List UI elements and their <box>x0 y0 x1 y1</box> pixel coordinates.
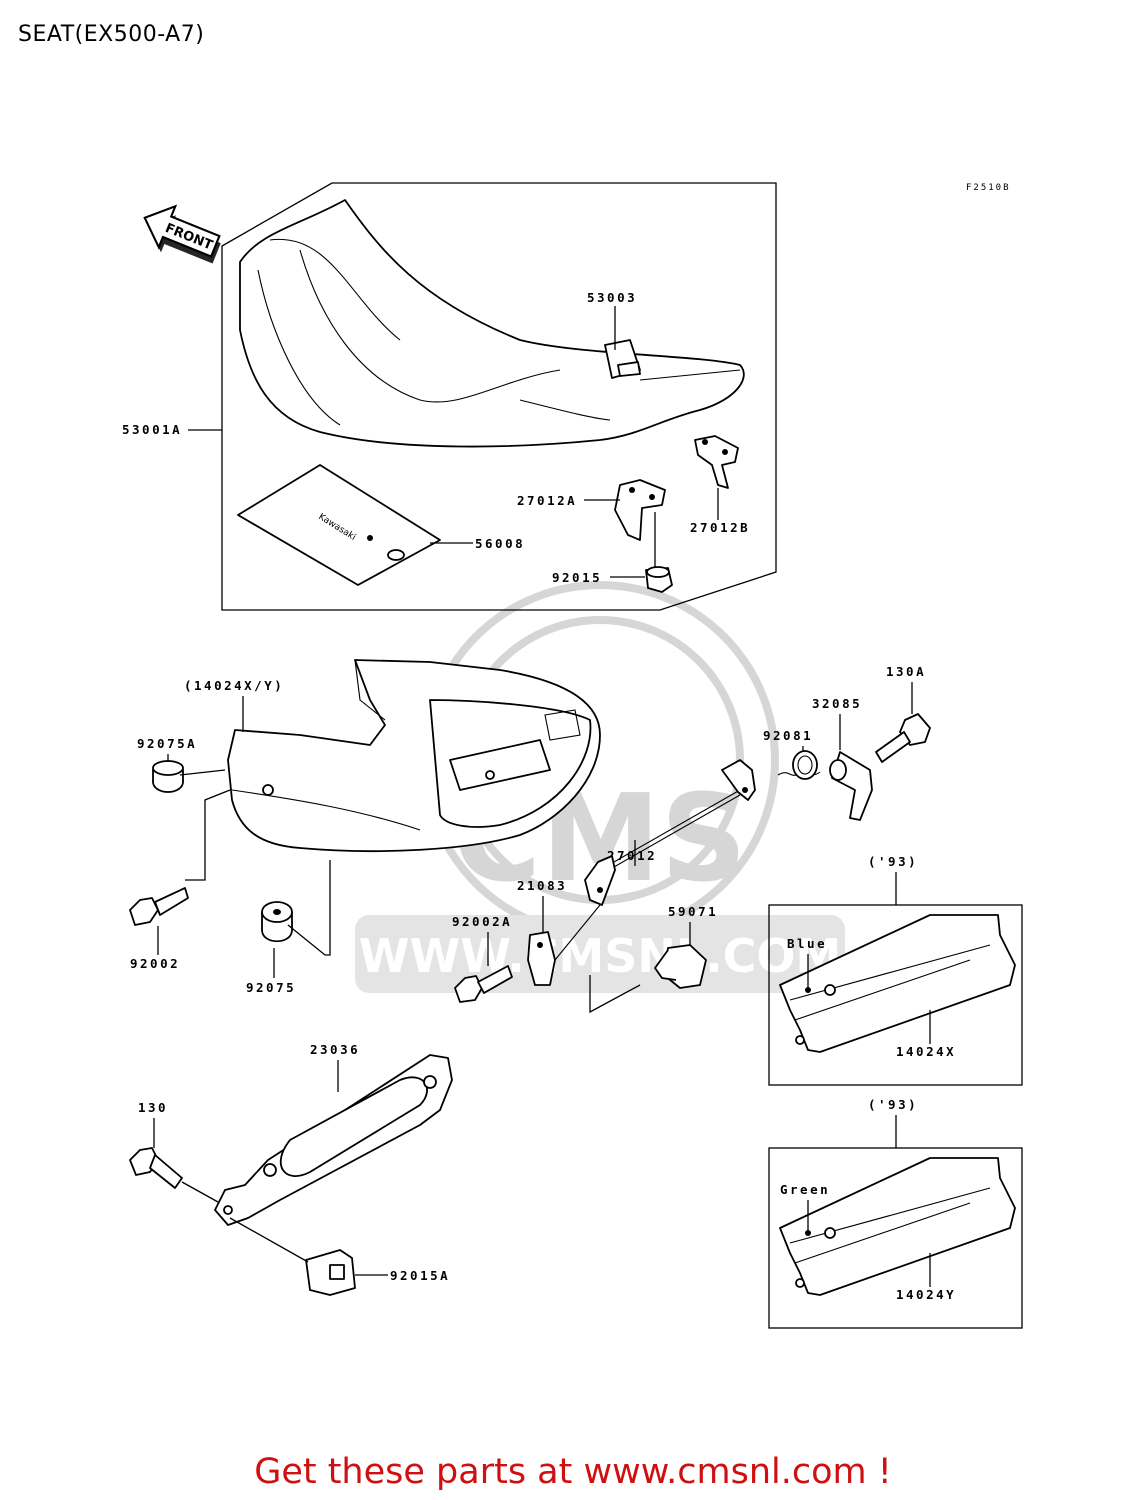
label-27012A: 27012A <box>517 493 577 508</box>
label-green: Green <box>780 1182 830 1197</box>
label-53001A: 53001A <box>122 422 182 437</box>
label-23036: 23036 <box>310 1042 360 1057</box>
label-14024XY: (14024X/Y) <box>184 678 284 693</box>
page-title: SEAT(EX500-A7) <box>18 22 205 47</box>
label-27012: 27012 <box>607 848 657 863</box>
label-92002A: 92002A <box>452 914 512 929</box>
label-92002: 92002 <box>130 956 180 971</box>
bolt-92002 <box>129 887 189 926</box>
owners-manual-56008: Kawasaki <box>237 464 441 586</box>
bracket-21083 <box>584 855 616 906</box>
label-56008: 56008 <box>475 536 525 551</box>
seat-53001A <box>239 199 745 448</box>
promo-link[interactable]: Get these parts at www.cmsnl.com ! <box>254 1452 892 1492</box>
label-53003: 53003 <box>587 290 637 305</box>
bolt-92002A <box>454 965 513 1003</box>
bolt-130 <box>129 1147 183 1189</box>
label-59071: 59071 <box>668 904 718 919</box>
bolt-130A <box>875 713 931 763</box>
bracket-27012A <box>614 479 666 541</box>
label-92075: 92075 <box>246 980 296 995</box>
grommet-92075 <box>261 901 293 943</box>
label-blue: Blue <box>787 936 827 951</box>
plate-23036 <box>214 1054 453 1226</box>
grommet-92075A <box>152 760 184 793</box>
nut-92015 <box>645 566 673 593</box>
plate-21083 <box>527 904 601 986</box>
front-arrow-icon: FRONT <box>143 204 221 264</box>
label-92015: 92015 <box>552 570 602 585</box>
cover-14024Y <box>779 1157 1016 1296</box>
label-92081: 92081 <box>763 728 813 743</box>
label-14024X: 14024X <box>896 1044 956 1059</box>
label-130A: 130A <box>886 664 926 679</box>
strap-53003 <box>604 339 641 379</box>
nut-92015A <box>305 1249 356 1296</box>
tail-cowl-14024 <box>227 659 601 852</box>
bracket-32085 <box>829 751 873 821</box>
spring-92081 <box>777 750 821 780</box>
label-32085: 32085 <box>812 696 862 711</box>
bracket-27012B <box>694 435 739 489</box>
cap-59071 <box>654 944 707 989</box>
label-14024Y: 14024Y <box>896 1287 956 1302</box>
figure-code: F2510B <box>966 183 1011 193</box>
seat-assembly-frame <box>221 182 777 611</box>
cover-14024X <box>779 914 1016 1053</box>
label-92015A: 92015A <box>390 1268 450 1283</box>
label-21083: 21083 <box>517 878 567 893</box>
label-92075A: 92075A <box>137 736 197 751</box>
label-year-1: ('93) <box>868 854 918 869</box>
label-130: 130 <box>138 1100 168 1115</box>
cable-27012 <box>599 759 756 876</box>
label-27012B: 27012B <box>690 520 750 535</box>
watermark-url: WWW.CMSNL.COM <box>359 929 842 983</box>
label-year-2: ('93) <box>868 1097 918 1112</box>
